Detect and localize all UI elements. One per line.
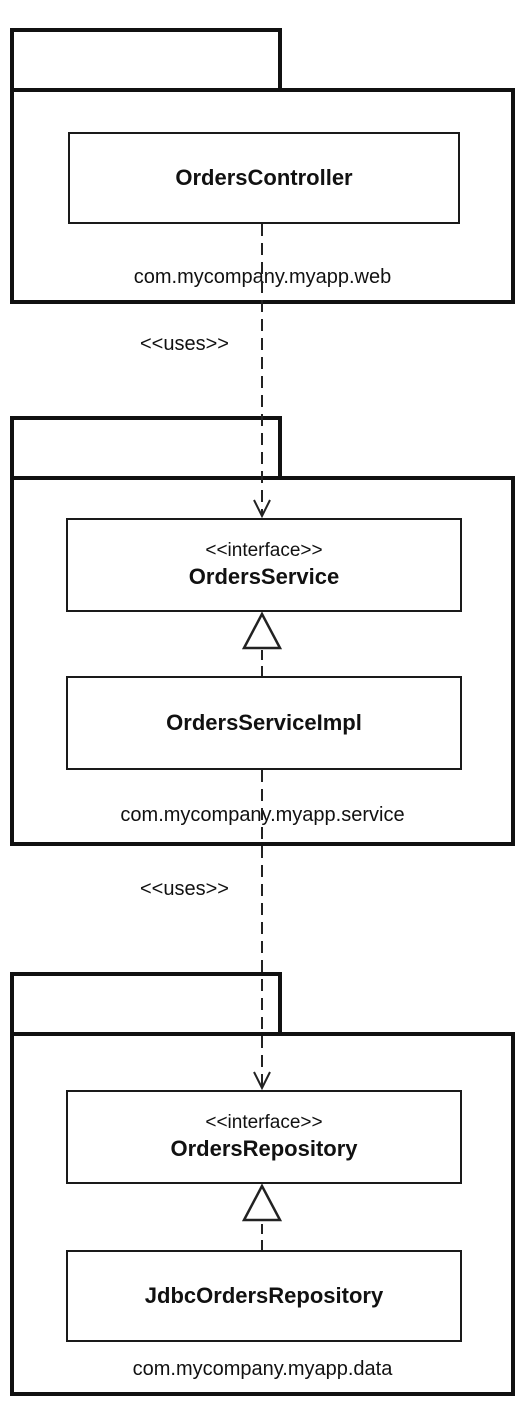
uses-label-2: <<uses>> [140, 878, 229, 900]
class-name: JdbcOrdersRepository [144, 1283, 384, 1308]
class-orders-service-impl: OrdersServiceImpl [66, 676, 462, 770]
class-orders-controller: OrdersController [68, 132, 460, 224]
class-orders-service: <<interface>> OrdersService [66, 518, 462, 612]
class-stereotype: <<interface>> [205, 1112, 323, 1133]
package-web-name: com.mycompany.myapp.web [133, 266, 392, 288]
package-data-name: com.mycompany.myapp.data [132, 1358, 393, 1380]
package-data-tab [10, 972, 282, 1036]
class-name: OrdersRepository [170, 1136, 358, 1161]
uses-label-1: <<uses>> [140, 333, 229, 355]
class-name: OrdersController [175, 165, 353, 190]
class-jdbc-orders-repository: JdbcOrdersRepository [66, 1250, 462, 1342]
class-stereotype: <<interface>> [205, 540, 323, 561]
class-orders-repository: <<interface>> OrdersRepository [66, 1090, 462, 1184]
class-name: OrdersService [188, 564, 340, 589]
class-name: OrdersServiceImpl [166, 710, 362, 735]
package-service-tab [10, 416, 282, 480]
package-service-name: com.mycompany.myapp.service [120, 804, 405, 826]
package-web-tab [10, 28, 282, 92]
